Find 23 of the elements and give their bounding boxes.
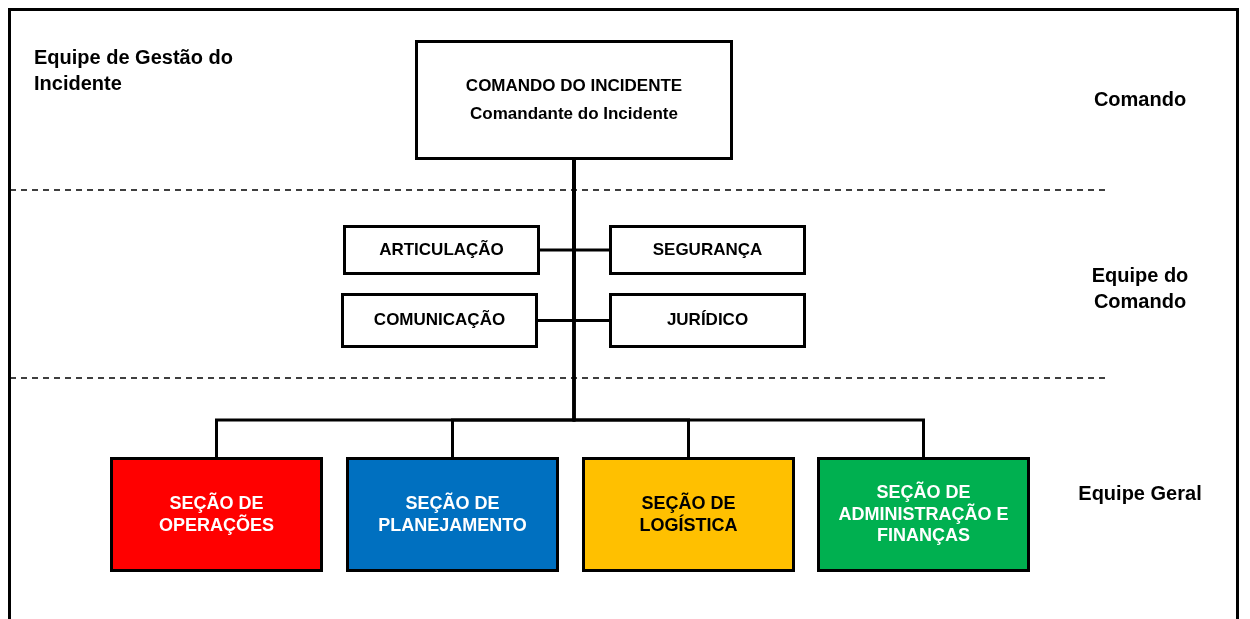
org-box — [609, 225, 806, 275]
node-label: SEGURANÇA — [652, 239, 763, 261]
org-box — [341, 293, 538, 348]
section-box — [582, 457, 795, 572]
node-label: COMUNICAÇÃO — [373, 310, 506, 331]
node-label: ARTICULAÇÃO — [379, 239, 504, 261]
level-label: Equipe do Comando — [1090, 263, 1190, 314]
section-box — [110, 457, 323, 572]
section-box — [346, 457, 559, 572]
level-label: Equipe Geral — [1077, 481, 1203, 506]
section-box — [817, 457, 1030, 572]
node-label: SEÇÃO DE OPERAÇÕES — [158, 492, 275, 537]
org-box — [415, 40, 733, 160]
node-label: COMANDO DO INCIDENTE — [465, 75, 683, 96]
node-label: SEÇÃO DE LOGÍSTICA — [638, 492, 739, 537]
node-label: SEÇÃO DE PLANEJAMENTO — [377, 492, 528, 537]
level-label: Equipe de Gestão do Incidente — [34, 45, 234, 96]
org-box — [343, 225, 540, 275]
org-box — [609, 293, 806, 348]
node-label: SEÇÃO DE ADMINISTRAÇÃO E FINANÇAS — [837, 482, 1010, 547]
level-label: Comando — [1092, 87, 1188, 112]
node-label: JURÍDICO — [666, 310, 749, 331]
node-label: Comandante do Incidente — [470, 104, 678, 125]
